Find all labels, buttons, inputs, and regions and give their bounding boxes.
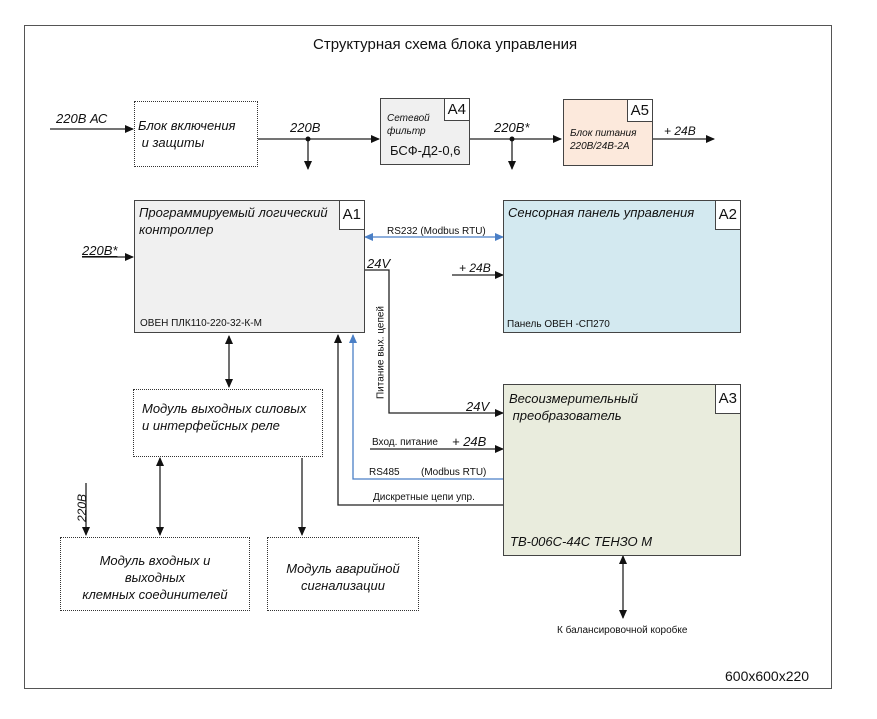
filter-model: БСФ-Д2-0,6 (390, 143, 461, 158)
label-weigh-power: Вход. питание (372, 437, 438, 448)
block-tag: А5 (626, 100, 652, 122)
plc-model: ОВЕН ПЛК110-220-32-К-М (140, 318, 262, 329)
panel-block: А2 Сенсорная панель управления Панель ОВ… (503, 200, 741, 333)
terminals-module: Модуль входных и выходных клемных соедин… (60, 537, 250, 611)
relay-text-2: и интерфейсных реле (142, 418, 280, 433)
panel-text: Сенсорная панель управления (508, 205, 695, 220)
block-tag: А3 (714, 385, 740, 414)
label-vertical-power: Питание вых. цепей (375, 305, 387, 400)
wire-rs485 (349, 334, 503, 480)
psu-text-1: Блок питания (570, 128, 637, 139)
label-rs485: RS485 (369, 467, 400, 478)
label-plc-in: 220В* (82, 243, 118, 258)
label-220: 220В (290, 120, 321, 135)
dimensions-label: 600x600x220 (725, 668, 810, 684)
diagram-title: Структурная схема блока управления (313, 36, 578, 53)
label-psu-out: + 24В (664, 124, 696, 138)
alarm-text-1: Модуль аварийной (286, 561, 400, 576)
junction-dot (509, 136, 515, 142)
psu-block: А5 Блок питания 220В/24В-2А (563, 99, 653, 166)
power-switch-block: Блок включения и защиты (134, 101, 258, 167)
label-weigh-power-value: + 24В (452, 434, 487, 449)
block-tag: А2 (714, 201, 740, 230)
label-220star: 220В* (494, 120, 530, 135)
plc-text-2: контроллер (139, 222, 214, 237)
label-input-ac: 220В АС (56, 111, 108, 126)
relay-text-1: Модуль выходных силовых (142, 401, 307, 416)
filter-text-1: Сетевой (387, 113, 430, 124)
wire-discrete (334, 334, 503, 506)
label-weigh-24v: 24V (466, 399, 490, 414)
weigh-model: ТВ-006С-44С ТЕНЗО М (510, 534, 653, 549)
diagram-frame (24, 25, 832, 689)
psu-text-2: 220В/24В-2А (570, 141, 630, 152)
alarm-module: Модуль аварийной сигнализации (267, 537, 419, 611)
block-tag: А4 (443, 99, 469, 121)
power-switch-text-1: Блок включения (138, 118, 236, 133)
filter-text-2: фильтр (387, 126, 426, 137)
label-rs232: RS232 (Modbus RTU) (387, 226, 486, 237)
plc-text-1: Программируемый логический (139, 205, 328, 220)
label-panel-24: + 24В (459, 261, 491, 275)
label-plc-24v: 24V (367, 256, 391, 271)
label-terminals-220: 220В (75, 493, 89, 523)
block-tag: А1 (338, 201, 364, 230)
relay-module: Модуль выходных силовых и интерфейсных р… (133, 389, 323, 457)
panel-model: Панель ОВЕН -СП270 (507, 319, 610, 330)
weigh-text-1: Весоизмерительный (509, 391, 638, 406)
wire-plc-24v (364, 269, 504, 417)
junction-dot (305, 136, 311, 142)
power-switch-text-2: и защиты (138, 135, 205, 150)
terminals-text-1: Модуль входных и (99, 553, 211, 568)
weigh-block: А3 Весоизмерительный преобразователь ТВ-… (503, 384, 741, 556)
filter-block: А4 Сетевой фильтр БСФ-Д2-0,6 (380, 98, 470, 165)
weigh-text-2: преобразователь (509, 408, 622, 423)
plc-block: А1 Программируемый логический контроллер… (134, 200, 365, 333)
alarm-text-2: сигнализации (301, 578, 385, 593)
label-rs485-proto: (Modbus RTU) (421, 467, 487, 478)
label-balance-box: К балансировочной коробке (557, 625, 688, 636)
terminals-text-2: выходных (124, 570, 186, 585)
terminals-text-3: клемных соединителей (82, 587, 228, 602)
label-discrete: Дискретные цепи упр. (373, 492, 475, 503)
